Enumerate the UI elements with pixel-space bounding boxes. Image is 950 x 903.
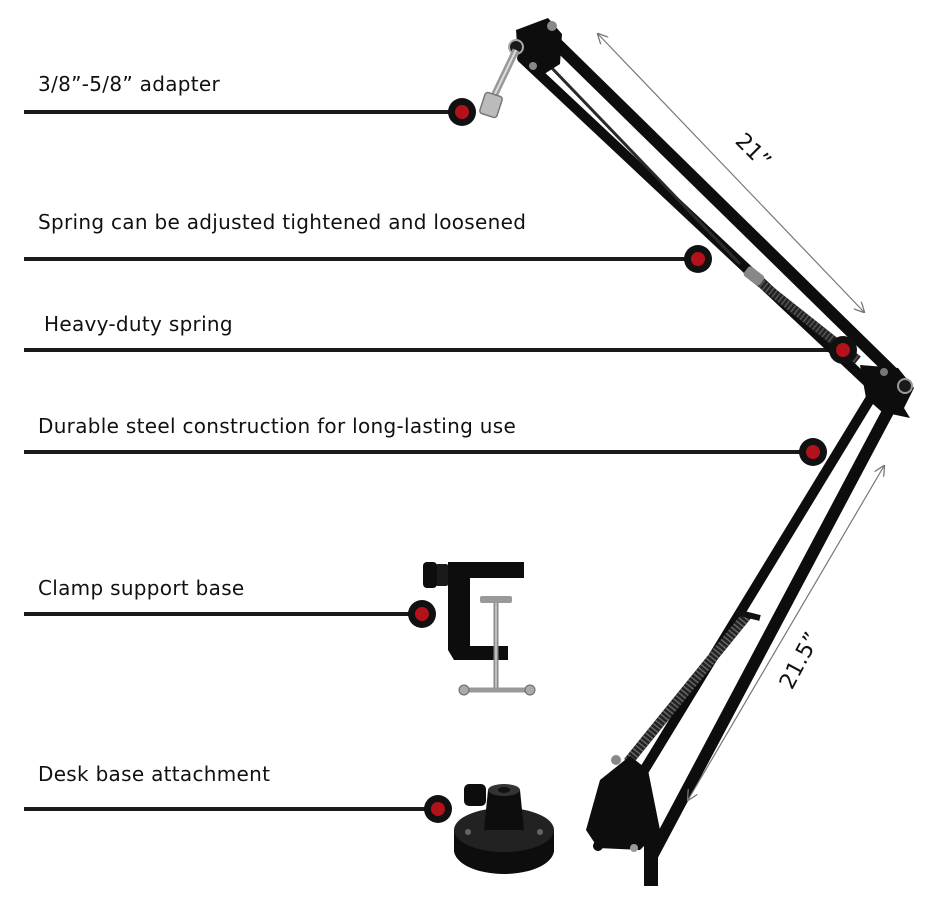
desk-base-illustration [454, 784, 554, 874]
clamp-illustration [423, 562, 536, 696]
upper-arm-dimension-label: 21” [730, 129, 776, 175]
adapter-screw [479, 48, 520, 119]
dimension-arrows [598, 34, 884, 800]
callout-marker-steel [799, 438, 827, 466]
callout-label-spring-adjust: Spring can be adjusted tightened and loo… [38, 210, 527, 234]
callout-label-heavy-spring: Heavy-duty spring [44, 312, 233, 336]
callout-label-adapter: 3/8”-5/8” adapter [38, 72, 221, 96]
callout-label-clamp: Clamp support base [38, 576, 245, 600]
base-joint [586, 755, 660, 886]
callout-marker-spring-adjust [684, 245, 712, 273]
callout-lines [24, 110, 843, 811]
callout-marker-adapter [448, 98, 476, 126]
upper-arm-dimension-arrow [598, 34, 864, 312]
callout-marker-clamp [408, 600, 436, 628]
top-joint [508, 18, 562, 78]
callout-marker-heavy-spring [829, 336, 857, 364]
callout-marker-desk-base [424, 795, 452, 823]
callout-markers [408, 98, 857, 823]
callout-label-desk-base: Desk base attachment [38, 762, 271, 786]
lower-arm-dimension-arrow [688, 466, 884, 800]
callout-label-steel: Durable steel construction for long-last… [38, 414, 517, 438]
